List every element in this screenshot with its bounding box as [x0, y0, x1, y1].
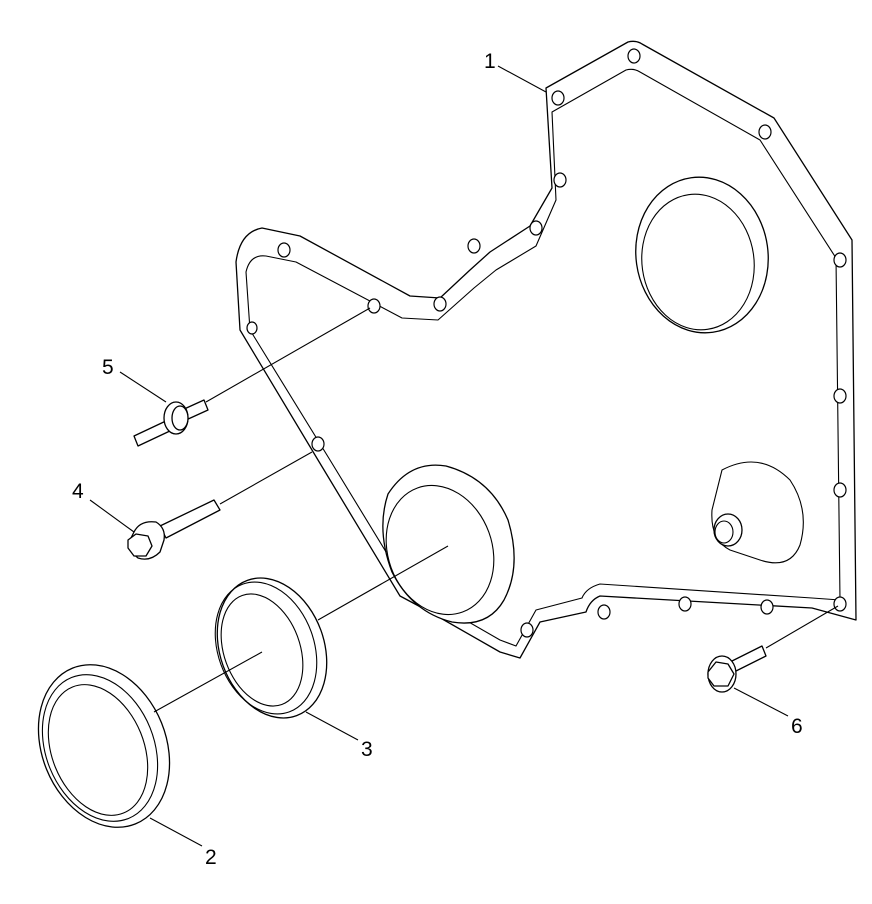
seal-inner: [47, 684, 149, 816]
bolt-hole: [627, 48, 641, 64]
axis-line-capscrew-long: [219, 451, 313, 505]
axis-line-capscrew-short: [765, 605, 839, 649]
bolt-hole: [833, 596, 847, 612]
access-plug-inner: [714, 520, 734, 544]
leader-6: [733, 687, 789, 717]
leader-3: [305, 711, 359, 741]
callout-6: 6: [791, 715, 803, 738]
front-crankshaft-seal: [37, 664, 171, 828]
leader-5: [119, 371, 167, 403]
bolt-hole: [277, 242, 291, 258]
short-capscrew-head: [707, 661, 735, 687]
seal-lip: [41, 674, 159, 822]
bolt-hole: [833, 252, 847, 268]
bolt-hole: [367, 298, 381, 314]
ring-outer: [216, 577, 328, 719]
crank-bore-inner: [385, 484, 495, 616]
callout-1: 1: [484, 50, 496, 73]
bolt-hole: [433, 296, 447, 312]
leader-4: [89, 499, 135, 533]
bolt-hole: [551, 90, 565, 106]
bolt-hole: [246, 321, 258, 335]
crank-bore-outer: [382, 464, 515, 624]
flange-head-capscrew-long: [127, 499, 221, 560]
gear-cover-flange: [245, 68, 841, 647]
flange-head-capscrew-short: [707, 645, 767, 693]
callout-2: 2: [205, 846, 217, 869]
bolt-hole: [553, 172, 567, 188]
axis-line-stud: [205, 307, 371, 403]
bolt-hole: [529, 220, 543, 236]
callout-5: 5: [102, 356, 114, 379]
bolt-hole: [311, 436, 325, 452]
bolt-hole: [833, 482, 847, 498]
leader-1: [497, 65, 547, 93]
capscrew-head: [127, 533, 153, 557]
upper-bore-outer: [635, 176, 769, 334]
stud-hex: [171, 405, 189, 431]
access-plug: [713, 513, 743, 547]
stud-bolt-with-washer: [133, 399, 209, 447]
ring-inner: [220, 593, 304, 707]
seal-outer-ring: [37, 664, 171, 828]
axis-line-seal: [153, 651, 263, 713]
bolt-hole: [678, 596, 692, 612]
callout-4: 4: [72, 480, 84, 503]
axis-line-ring: [317, 545, 449, 621]
bolt-hole: [833, 388, 847, 404]
bolt-hole: [597, 604, 611, 620]
front-gear-cover: [235, 40, 857, 659]
bolt-hole: [520, 622, 534, 638]
callout-3: 3: [361, 738, 373, 761]
ring-edge: [214, 581, 318, 715]
bolt-hole: [758, 124, 772, 140]
bolt-hole: [760, 599, 774, 615]
leader-2: [149, 817, 203, 847]
seal-ring: [214, 577, 328, 719]
bolt-hole: [467, 238, 481, 254]
capscrew-shank: [159, 499, 221, 539]
upper-bore-inner: [641, 193, 755, 331]
